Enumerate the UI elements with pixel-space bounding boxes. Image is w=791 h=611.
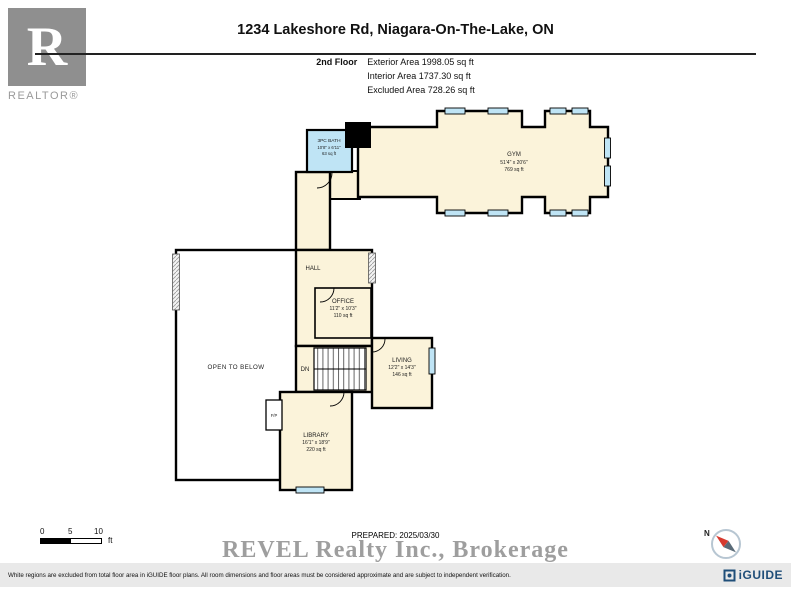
- passage: [327, 170, 361, 200]
- bath-area: 63 sq ft: [322, 151, 337, 156]
- windows: [295, 107, 611, 494]
- room-library: [278, 390, 354, 492]
- iguide-logo: iGUIDE: [723, 568, 783, 582]
- realtor-logo: R REALTOR®: [8, 8, 92, 102]
- library-dims: 16'1" x 18'9": [302, 440, 330, 446]
- scale-tick-5: 5: [68, 527, 73, 536]
- floor-info: 2nd Floor Exterior Area 1998.05 sq ft In…: [0, 57, 791, 99]
- scale-unit: ft: [108, 536, 113, 545]
- realtor-logo-letter: R: [26, 16, 68, 78]
- area-summary: Exterior Area 1998.05 sq ft Interior Are…: [367, 57, 475, 99]
- floor-label: 2nd Floor: [316, 57, 358, 67]
- library-label: LIBRARY: [303, 433, 329, 439]
- office-area: 110 sq ft: [334, 313, 353, 319]
- exterior-area: Exterior Area 1998.05 sq ft: [367, 57, 474, 67]
- page-title: 1234 Lakeshore Rd, Niagara-On-The-Lake, …: [237, 22, 554, 38]
- library-area: 220 sq ft: [306, 447, 326, 453]
- room-bath: [305, 128, 354, 174]
- gym-dims: 51'4" x 20'6": [500, 160, 528, 166]
- room-hall: [294, 248, 374, 348]
- living-label: LIVING: [392, 358, 412, 364]
- stairs-down: [313, 347, 367, 391]
- scale-bar-graphic: [40, 538, 102, 544]
- chimney: [345, 122, 371, 148]
- gym-area: 769 sq ft: [504, 167, 524, 173]
- scale-tick-0: 0: [40, 527, 45, 536]
- realtor-logo-box: R: [8, 8, 86, 86]
- open-to-below-window: [172, 253, 180, 311]
- stairs-dn-label: DN: [301, 367, 310, 373]
- realtor-wordmark: REALTOR®: [8, 90, 80, 102]
- interior-area: Interior Area 1737.30 sq ft: [367, 71, 471, 81]
- prepared-date: PREPARED: 2025/03/30: [351, 531, 440, 540]
- scale-segment-light: [71, 539, 101, 543]
- living-dims: 12'2" x 14'3": [388, 365, 416, 371]
- iguide-wordmark: iGUIDE: [738, 568, 783, 582]
- scale-bar: 0 5 10 ft: [40, 527, 170, 549]
- compass: N: [698, 520, 746, 569]
- office-dims: 11'2" x 10'3": [329, 306, 356, 312]
- footer-disclaimer: White regions are excluded from total fl…: [8, 571, 511, 579]
- fireplace: [265, 399, 283, 431]
- door-arcs: [316, 172, 386, 407]
- room-gym: [356, 109, 610, 215]
- fireplace-label: F/P: [271, 413, 278, 418]
- scale-tick-10: 10: [94, 527, 103, 536]
- compass-north-label: N: [704, 529, 710, 538]
- corridor: [294, 170, 332, 252]
- gym-label: GYM: [507, 152, 521, 158]
- open-to-below-label: OPEN TO BELOW: [208, 364, 265, 371]
- footer-bar: White regions are excluded from total fl…: [0, 563, 791, 587]
- compass-needle-icon: [716, 535, 736, 553]
- scale-segment-dark: [41, 539, 71, 543]
- brokerage-watermark: REVEL Realty Inc., Brokerage: [222, 537, 569, 563]
- bath-dims: 10'8" x 6'11": [317, 145, 341, 150]
- hall-label: HALL: [305, 266, 321, 272]
- living-area: 146 sq ft: [392, 372, 412, 378]
- header-divider: [35, 53, 756, 55]
- excluded-area: Excluded Area 728.26 sq ft: [367, 85, 475, 95]
- iguide-icon: [723, 569, 736, 581]
- office-label: OFFICE: [332, 299, 354, 305]
- bath-label: 3PC BATH: [317, 138, 341, 144]
- room-office: [314, 287, 372, 339]
